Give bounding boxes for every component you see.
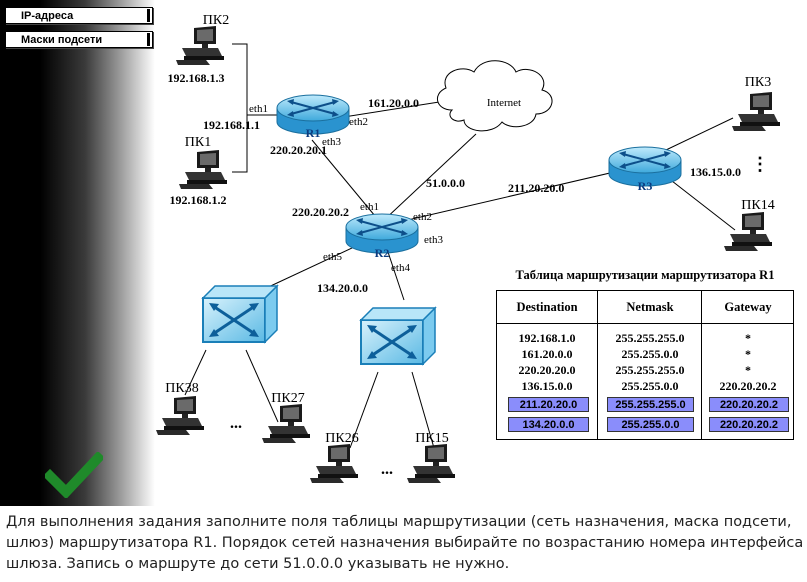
r1-eth1-address: 192.168.1.1 (203, 118, 260, 132)
pc26-icon (310, 444, 358, 483)
input-row-6-destination[interactable]: 134.20.0.0 (508, 417, 589, 432)
task-instructions: Для выполнения задания заполните поля та… (6, 514, 804, 572)
internet-label: Internet (487, 97, 521, 109)
pc38-label: ПК38 (165, 381, 198, 396)
checkmark-icon (45, 452, 103, 498)
r1-eth2-label: eth2 (349, 116, 368, 128)
ellipsis-vertical: ⋮ (751, 154, 769, 174)
pc15-label: ПК15 (415, 431, 448, 446)
routing-table: Destination 192.168.1.0 161.20.0.0 220.2… (496, 290, 794, 440)
internet-cloud (437, 60, 553, 132)
router-r3-label: R3 (638, 179, 653, 193)
r1-eth3-label: eth3 (322, 136, 341, 148)
row-1-destination: 192.168.1.0 (518, 331, 576, 345)
netmask-header: Netmask (626, 300, 674, 314)
pc27-icon (262, 404, 310, 443)
r2-eth4-label: eth4 (391, 262, 410, 274)
pc26-label: ПК26 (325, 431, 358, 446)
pc1-label: ПК1 (185, 135, 211, 150)
row-4-destination: 136.15.0.0 (521, 379, 573, 393)
destination-header: Destination (516, 300, 578, 314)
r2-eth1-address: 220.20.20.2 (292, 205, 349, 219)
pc14-icon (724, 212, 772, 251)
input-row-5-destination[interactable]: 211.20.20.0 (508, 397, 589, 412)
router-r1-label: R1 (306, 126, 321, 140)
left-panel (0, 0, 155, 506)
input-row-6-gateway[interactable]: 220.20.20.2 (709, 417, 789, 432)
row-2-destination: 161.20.0.0 (521, 347, 573, 361)
network-diagram: Internet R1 R2 R3 ПК2 192.168.1.3 ПК1 19… (156, 13, 780, 483)
netmask-column: Netmask 255.255.255.0 255.255.0.0 255.25… (597, 291, 702, 439)
row-2-gateway: * (745, 347, 751, 361)
pc2-icon (176, 26, 224, 65)
ellipsis-1: ... (230, 415, 242, 432)
row-4-gateway: 220.20.20.2 (719, 379, 777, 393)
input-row-6-netmask[interactable]: 255.255.0.0 (607, 417, 694, 432)
row-4-netmask: 255.255.0.0 (621, 379, 679, 393)
r2-eth5-label: eth5 (323, 251, 342, 263)
tab-ip-addresses[interactable]: IP-адреса (5, 7, 153, 24)
row-1-gateway: * (745, 331, 751, 345)
row-3-gateway: * (745, 363, 751, 377)
network-136: 136.15.0.0 (690, 165, 741, 179)
pc14-label: ПК14 (741, 198, 774, 213)
r1-eth3-address: 220.20.20.1 (270, 143, 327, 157)
input-row-5-gateway[interactable]: 220.20.20.2 (709, 397, 789, 412)
ellipsis-2: ... (381, 461, 393, 478)
tab-subnet-masks[interactable]: Маски подсети (5, 31, 153, 48)
row-3-destination: 220.20.20.0 (518, 363, 576, 377)
network-161: 161.20.0.0 (368, 96, 419, 110)
row-1-netmask: 255.255.255.0 (615, 331, 685, 345)
row-3-netmask: 255.255.255.0 (615, 363, 685, 377)
header-separator (497, 323, 793, 324)
pc2-ip: 192.168.1.3 (168, 71, 225, 85)
r2-eth2-label: eth2 (413, 211, 432, 223)
destination-column: Destination 192.168.1.0 161.20.0.0 220.2… (497, 291, 597, 439)
r1-eth1-label: eth1 (249, 103, 268, 115)
router-r2-label: R2 (375, 246, 390, 260)
pc3-label: ПК3 (745, 75, 771, 90)
input-row-5-netmask[interactable]: 255.255.255.0 (607, 397, 694, 412)
pc27-label: ПК27 (271, 391, 304, 406)
pc3-icon (732, 92, 780, 131)
pc2-label: ПК2 (203, 13, 229, 28)
pc1-ip: 192.168.1.2 (170, 193, 227, 207)
pc15-icon (407, 444, 455, 483)
network-51: 51.0.0.0 (426, 176, 465, 190)
routing-table-title: Таблица маршрутизации маршрутизатора R1 (515, 268, 775, 282)
network-211: 211.20.20.0 (508, 181, 564, 195)
r2-eth1-label: eth1 (360, 201, 379, 213)
switch-2 (359, 306, 437, 366)
row-2-netmask: 255.255.0.0 (621, 347, 679, 361)
pc1-icon (179, 150, 227, 189)
network-134: 134.20.0.0 (317, 281, 368, 295)
switch-1 (201, 284, 279, 344)
r2-eth3-label: eth3 (424, 234, 443, 246)
gateway-header: Gateway (724, 300, 772, 314)
gateway-column: Gateway * * * 220.20.20.2 220.20.20.2 22… (701, 291, 794, 439)
pc38-icon (156, 396, 204, 435)
